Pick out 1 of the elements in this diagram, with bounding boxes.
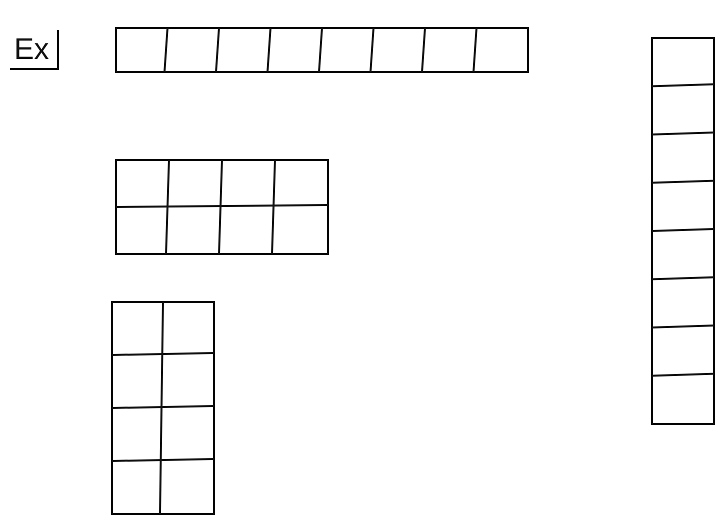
example-label: Ex <box>10 30 60 70</box>
